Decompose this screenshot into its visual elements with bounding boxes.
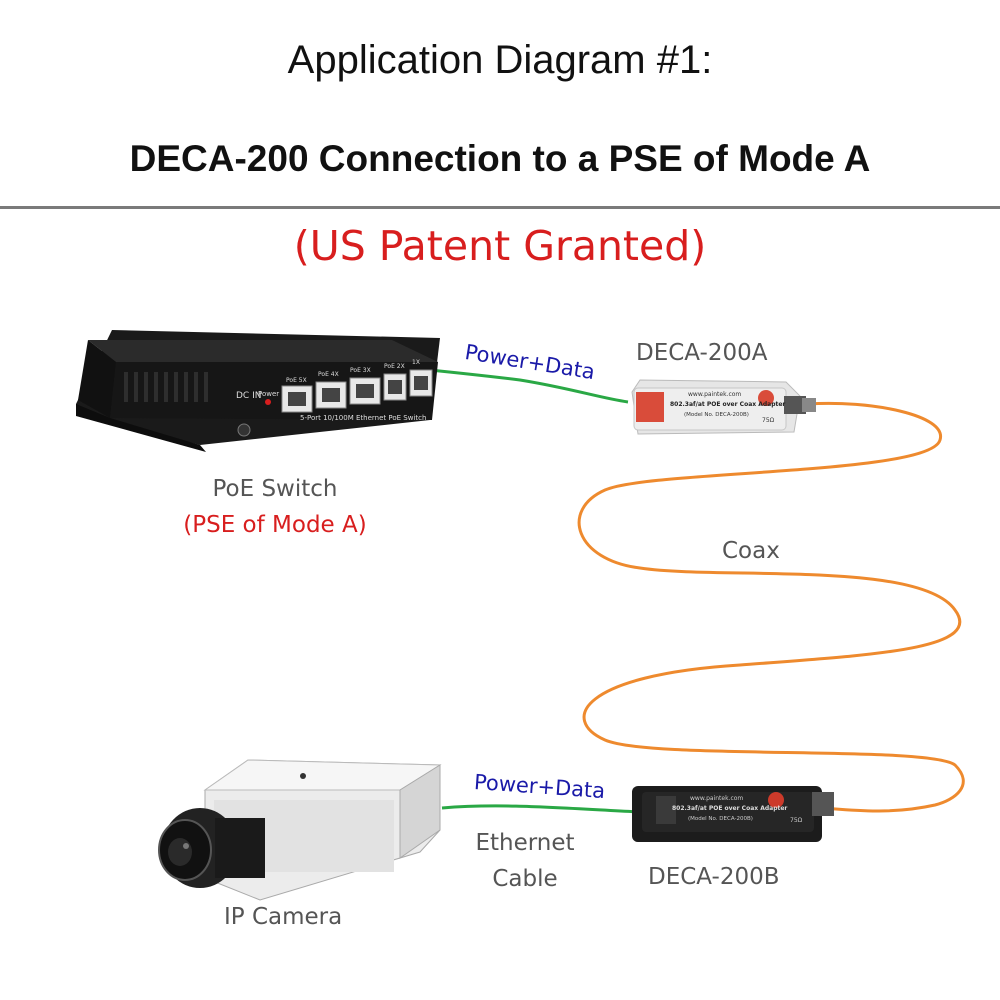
switch-power-label: Power: [258, 390, 279, 398]
deca-200b-line1: www.paintek.com: [690, 795, 743, 802]
ethernet-cable-bottom: [441, 804, 641, 814]
deca-200b-line2: 802.3af/at POE over Coax Adapter: [672, 805, 787, 812]
deca-200b-ohm: 75Ω: [790, 817, 803, 824]
switch-port-label: 1X: [412, 359, 420, 366]
switch-dc-in: DC IN: [236, 391, 261, 401]
switch-port-label: PoE 3X: [350, 367, 371, 374]
pse-mode-label: (PSE of Mode A): [183, 512, 367, 538]
ip-camera-image: [158, 759, 442, 901]
deca-200a-label: DECA-200A: [636, 340, 768, 366]
coax-cable: [577, 401, 965, 813]
deca-200b-image: [632, 786, 834, 842]
coax-label: Coax: [722, 538, 780, 564]
diagram-title: Application Diagram #1:: [287, 38, 713, 82]
deca-200a-line2: 802.3af/at POE over Coax Adapter: [670, 401, 785, 408]
ethernet-label: Ethernet: [475, 830, 575, 856]
deca-200a-line3: (Model No. DECA-200B): [684, 412, 749, 418]
ip-camera-label: IP Camera: [224, 904, 343, 930]
switch-panel-text: 5-Port 10/100M Ethernet PoE Switch: [300, 414, 426, 422]
switch-port-label: PoE 5X: [286, 377, 307, 384]
deca-200a-ohm: 75Ω: [762, 417, 775, 424]
poe-switch-label: PoE Switch: [212, 476, 338, 502]
switch-port-label: PoE 4X: [318, 371, 339, 378]
deca-200a-line1: www.paintek.com: [688, 391, 741, 398]
diagram-subtitle: DECA-200 Connection to a PSE of Mode A: [129, 138, 871, 179]
header-divider: [0, 206, 1000, 209]
switch-port-label: PoE 2X: [384, 363, 405, 370]
deca-200b-line3: (Model No. DECA-200B): [688, 816, 753, 822]
ethernet-cable-top: [409, 366, 629, 404]
poe-switch-image: [76, 330, 440, 452]
deca-200b-label: DECA-200B: [648, 864, 780, 890]
deca-200a-image: [631, 379, 816, 435]
cable-label: Cable: [492, 866, 558, 892]
patent-notice: (US Patent Granted): [293, 222, 707, 270]
